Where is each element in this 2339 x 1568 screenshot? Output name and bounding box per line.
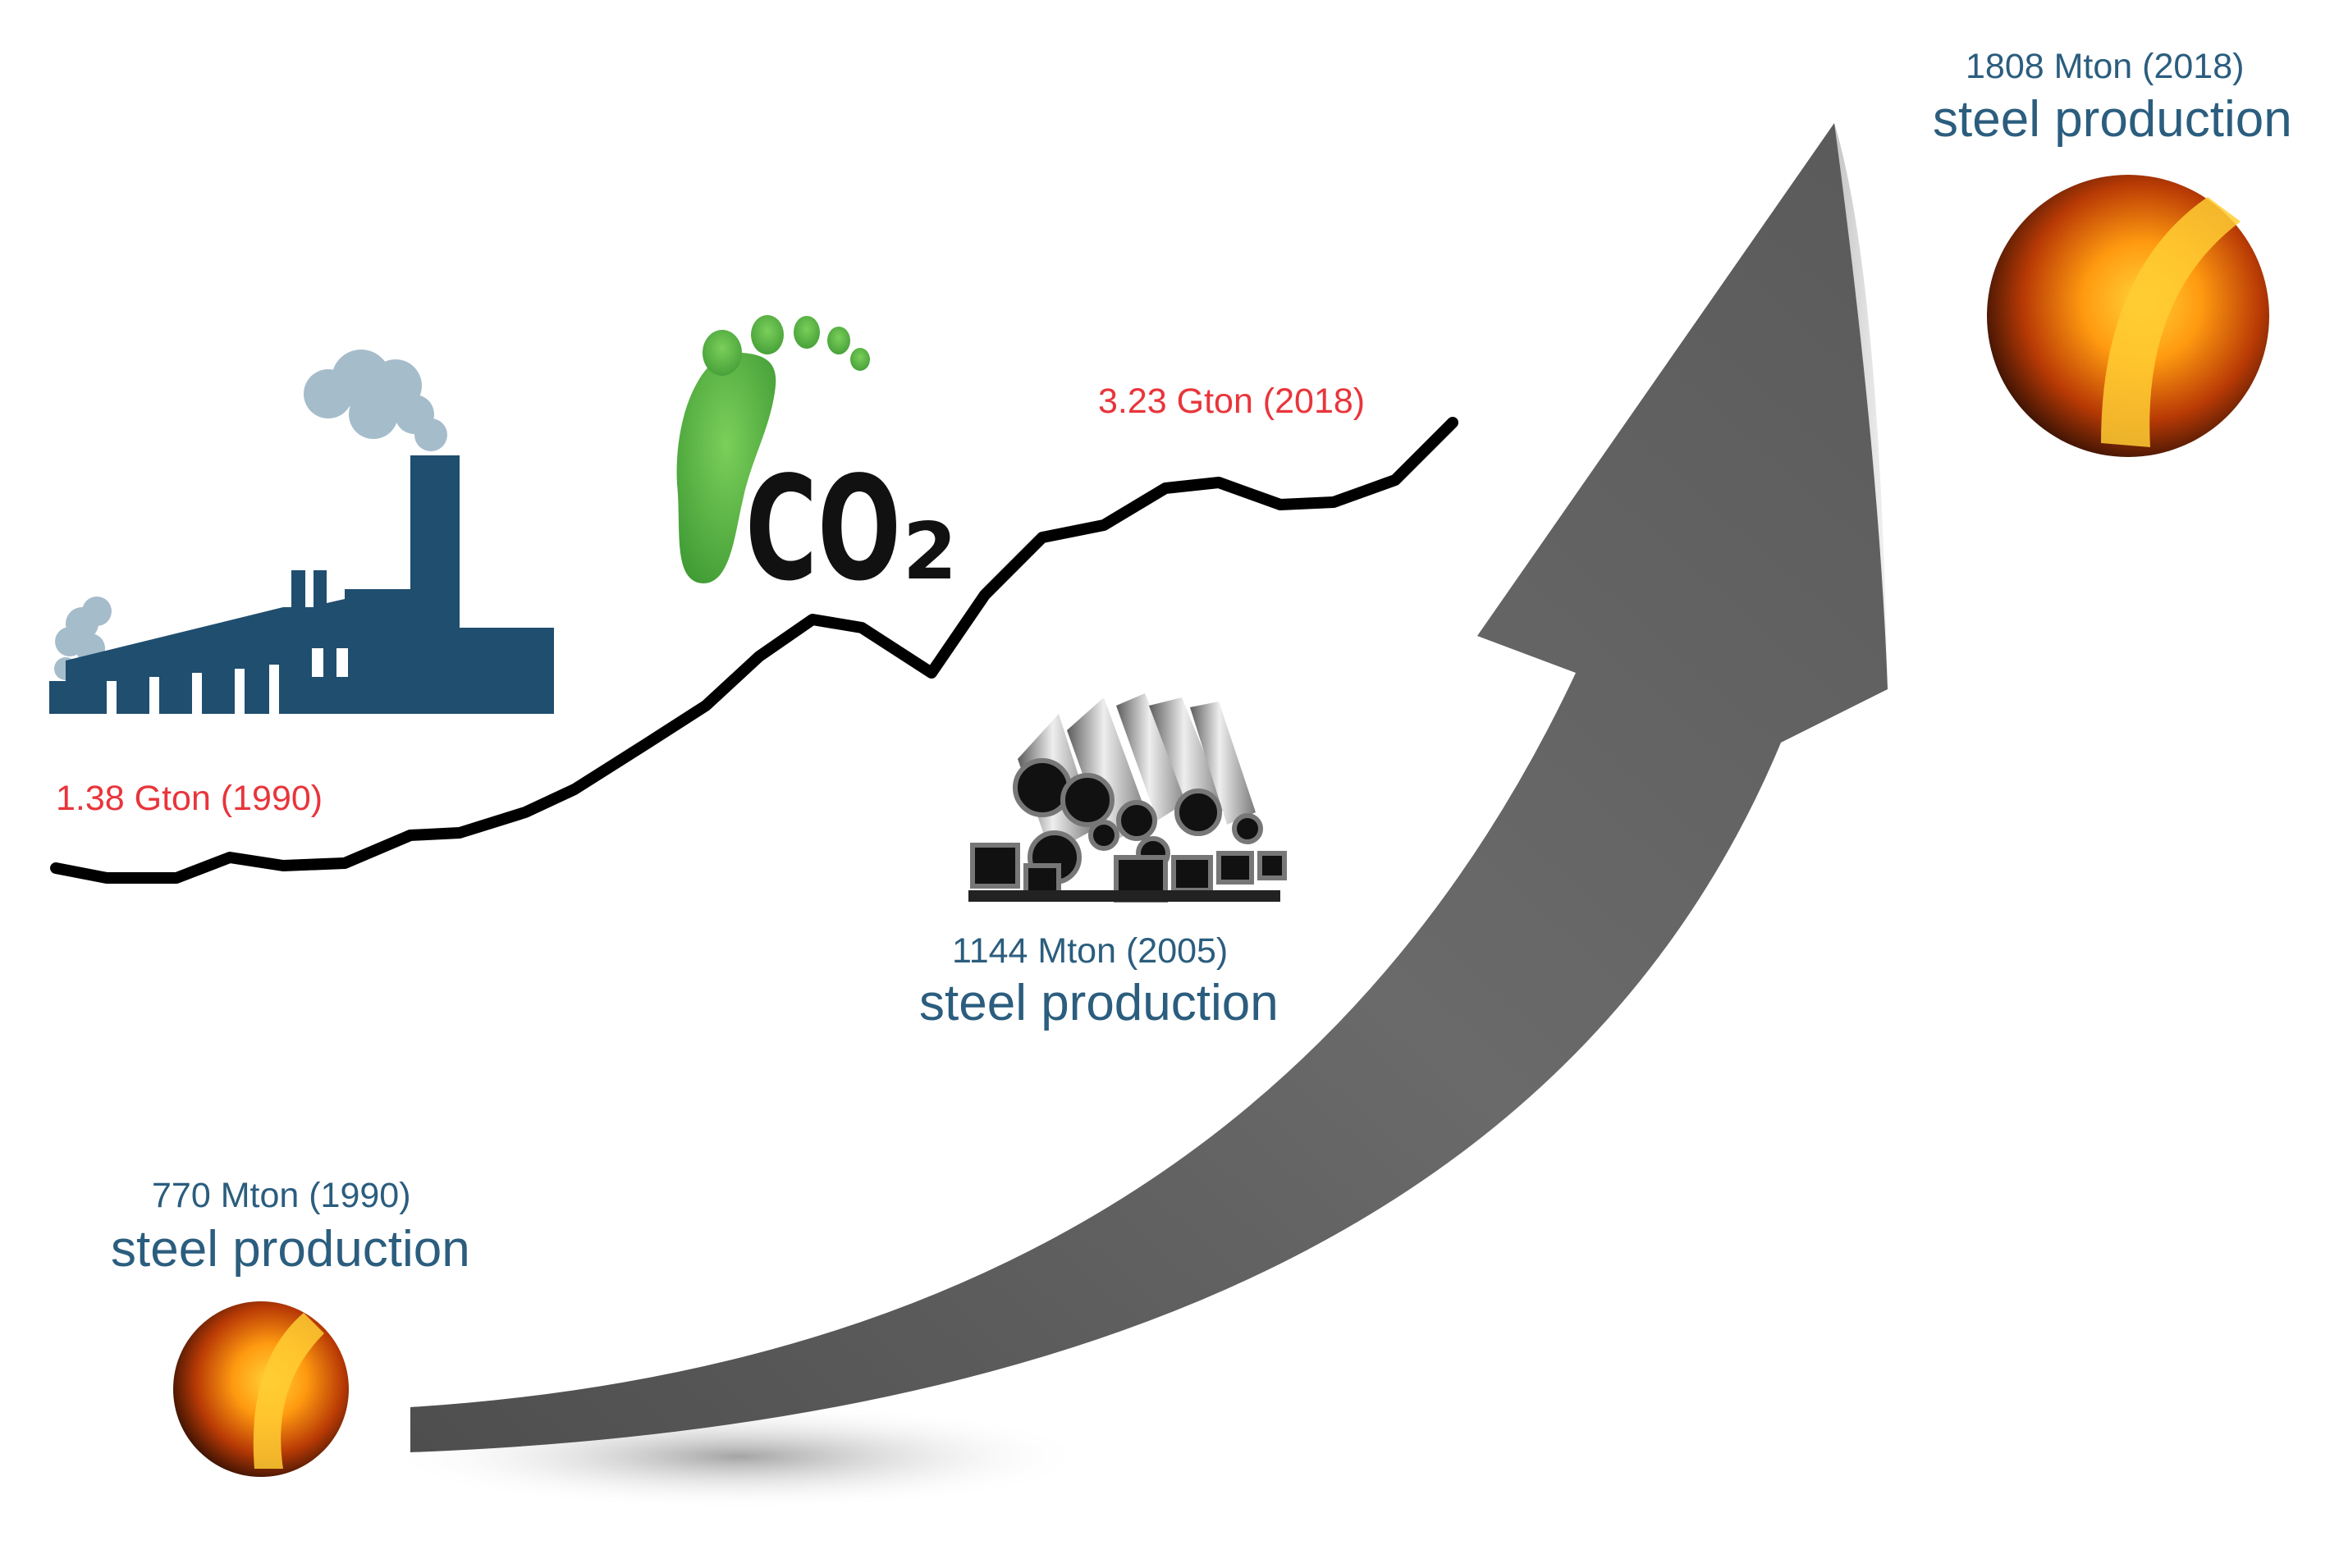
factory-windows: [107, 648, 348, 714]
factory-silhouette: [49, 455, 554, 714]
co2-text: CO: [745, 446, 901, 613]
pipe-ends: [970, 758, 1287, 903]
pipes-floor: [968, 890, 1280, 902]
molten-steel-icon-1990: [173, 1301, 349, 1477]
emission-trend-line: [50, 417, 1458, 884]
production-1990-value: 770 Mton (1990): [152, 1176, 411, 1215]
steel-pipes-icon: [968, 693, 1287, 903]
footprint-toes: [703, 315, 870, 376]
production-2018-caption: steel production: [1933, 91, 2292, 148]
production-1990-caption: steel production: [111, 1221, 470, 1278]
molten-steel-icon-2018: [1987, 175, 2269, 457]
production-2005-value: 1144 Mton (2005): [952, 931, 1229, 971]
growth-arrow: [410, 123, 1888, 1452]
footprint-sole: [676, 352, 776, 583]
arrow-body: [410, 123, 1888, 1452]
production-2018-value: 1808 Mton (2018): [1966, 47, 2245, 86]
emission-start-label: 1.38 Gton (1990): [56, 779, 323, 818]
factory-icon: [49, 350, 554, 714]
smoke-cloud-large: [304, 350, 447, 451]
emission-end-label: 3.23 Gton (2018): [1098, 382, 1366, 421]
production-2005-caption: steel production: [919, 975, 1279, 1031]
co2-subscript: 2: [903, 507, 957, 597]
co2-footprint-icon: CO 2: [676, 315, 957, 613]
smoke-cloud-small: [54, 597, 112, 684]
